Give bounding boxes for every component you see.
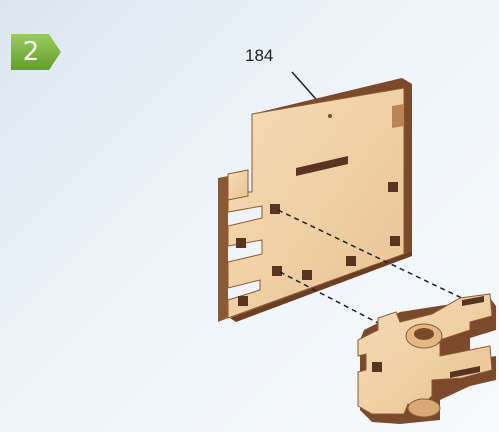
- panel-184: [218, 78, 412, 322]
- bracket-piece: [358, 294, 496, 424]
